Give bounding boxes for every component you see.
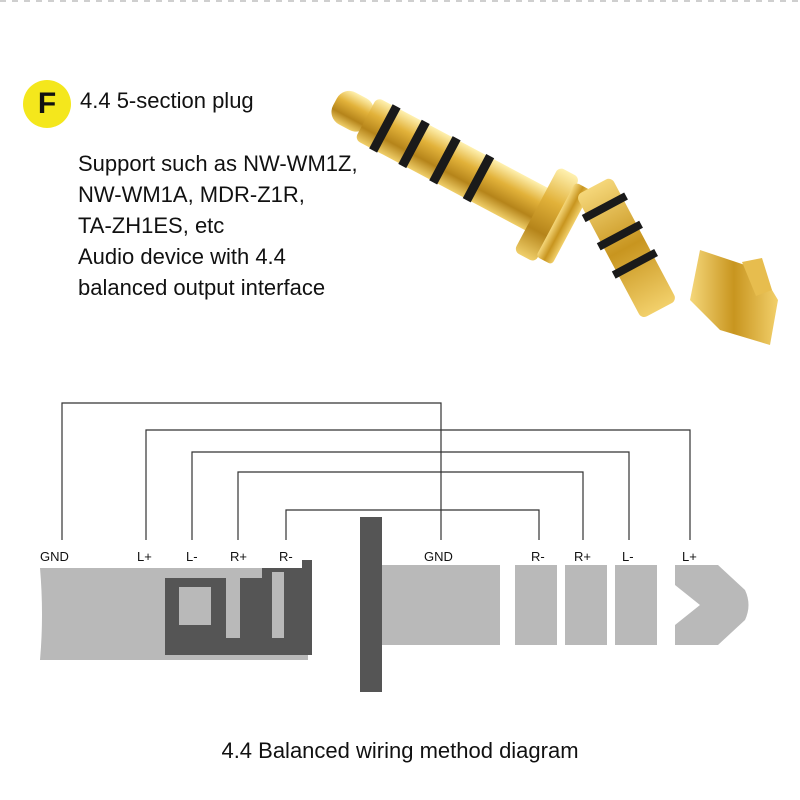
support-description: Support such as NW-WM1Z, NW-WM1A, MDR-Z1… (78, 148, 438, 303)
wire-l-minus (191, 451, 630, 540)
gold-plug-photo (331, 90, 778, 345)
left-pin-l-minus: L- (186, 549, 198, 564)
plug-cross-section (40, 517, 749, 692)
wire-r-plus (237, 471, 584, 540)
right-pin-r-plus: R+ (574, 549, 591, 564)
right-pin-l-plus: L+ (682, 549, 697, 564)
wiring-lines (61, 402, 691, 540)
support-line: NW-WM1A, MDR-Z1R, (78, 182, 305, 207)
right-pin-l-minus: L- (622, 549, 634, 564)
left-pin-r-minus: R- (279, 549, 293, 564)
top-dashed-border (0, 0, 800, 2)
diagram-caption: 4.4 Balanced wiring method diagram (221, 738, 579, 763)
left-pin-r-plus: R+ (230, 549, 247, 564)
wire-l-plus (145, 429, 691, 540)
wiring-diagram: GND L+ L- R+ R- GND R- R+ L- L+ (40, 402, 749, 692)
support-line: Audio device with 4.4 (78, 244, 286, 269)
left-pin-gnd: GND (40, 549, 69, 564)
support-line: Support such as NW-WM1Z, (78, 151, 358, 176)
support-line: TA-ZH1ES, etc (78, 213, 225, 238)
wire-r-minus (285, 509, 540, 540)
left-pin-l-plus: L+ (137, 549, 152, 564)
badge-letter: F (37, 87, 57, 120)
right-pin-r-minus: R- (531, 549, 545, 564)
support-line: balanced output interface (78, 275, 326, 300)
section-badge: F (23, 80, 71, 128)
plug-title: 4.4 5-section plug (80, 88, 254, 113)
right-pin-gnd: GND (424, 549, 453, 564)
